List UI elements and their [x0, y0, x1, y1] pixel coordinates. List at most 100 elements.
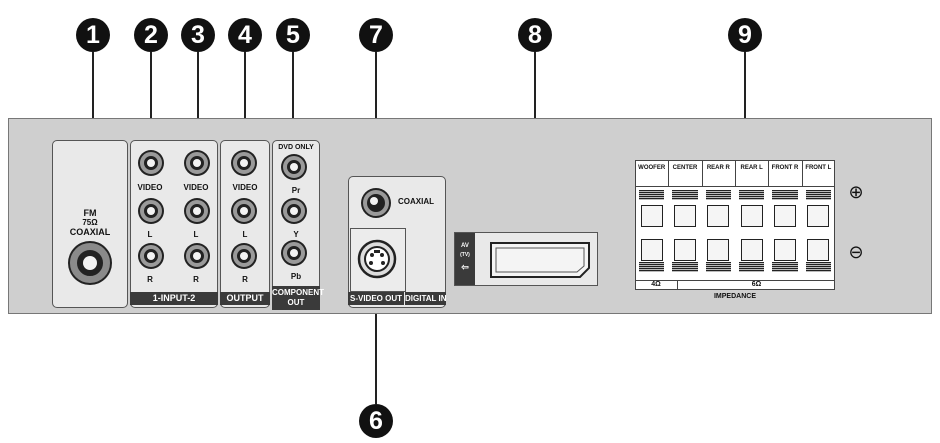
leader-2 — [150, 52, 152, 152]
input1-video-label: VIDEO — [137, 183, 163, 192]
callout-8: 8 — [518, 18, 552, 52]
output-video-jack[interactable] — [233, 152, 255, 174]
speaker-terminal-clip — [672, 190, 698, 200]
input2-l-label: L — [193, 230, 199, 239]
speaker-terminal-plus[interactable] — [740, 205, 763, 227]
speaker-terminal-clip — [772, 190, 798, 200]
output-r-jack[interactable] — [233, 245, 255, 267]
speaker-terminal-minus[interactable] — [740, 239, 763, 261]
input2-l-jack[interactable] — [186, 200, 208, 222]
speaker-column-divider — [668, 160, 670, 186]
input1-l-label: L — [147, 230, 153, 239]
component-bar: COMPONENT OUT — [272, 286, 324, 310]
speaker-column-divider — [735, 160, 736, 186]
speaker-header-row — [635, 160, 835, 187]
digital-in-bar: DIGITAL IN — [405, 292, 447, 305]
output-bar: OUTPUT — [220, 292, 270, 305]
input1-video-jack[interactable] — [140, 152, 162, 174]
dvd-only-label: DVD ONLY — [278, 144, 314, 151]
speaker-terminal-minus[interactable] — [807, 239, 830, 261]
fm-coaxial-label: COAXIAL — [69, 227, 111, 237]
coaxial-digital-jack[interactable] — [363, 190, 389, 216]
callout-1: 1 — [76, 18, 110, 52]
leader-3 — [197, 52, 199, 152]
output-r-label: R — [242, 275, 248, 284]
speaker-terminal-clip — [805, 190, 831, 200]
speaker-terminal-plus[interactable] — [807, 205, 830, 227]
speaker-terminal-clip — [672, 262, 698, 272]
scart-label-block — [455, 233, 475, 285]
callout-4: 4 — [228, 18, 262, 52]
leader-9 — [744, 52, 746, 160]
speaker-column-label: WOOFER — [638, 165, 666, 171]
input1-r-jack[interactable] — [140, 245, 162, 267]
speaker-terminal-clip — [739, 262, 765, 272]
speaker-terminal-clip — [705, 190, 731, 200]
speaker-terminal-clip — [805, 262, 831, 272]
minus-icon: ⊖ — [848, 242, 864, 262]
scart-connector[interactable] — [488, 240, 592, 280]
speaker-column-divider — [768, 160, 770, 186]
speaker-column-label: REAR L — [740, 165, 763, 171]
callout-9: 9 — [728, 18, 762, 52]
speaker-terminal-minus[interactable] — [707, 239, 730, 261]
leader-1 — [92, 52, 94, 170]
speaker-terminal-clip — [739, 190, 765, 200]
input-bar: 1-INPUT-2 — [130, 292, 218, 305]
svideo-bar: S-VIDEO OUT — [348, 292, 404, 305]
output-l-label: L — [242, 230, 248, 239]
component-bar-line2: OUT — [287, 298, 305, 307]
speaker-column-label: REAR R — [706, 165, 730, 171]
speaker-terminal-minus[interactable] — [640, 239, 663, 261]
speaker-terminal-plus[interactable] — [640, 205, 663, 227]
coaxial-label: COAXIAL — [398, 197, 434, 206]
output-l-jack[interactable] — [233, 200, 255, 222]
speaker-column-label: CENTER — [672, 165, 698, 171]
impedance-divider — [677, 280, 678, 290]
plus-icon: ⊕ — [848, 182, 864, 202]
component-y-label: Y — [293, 230, 299, 239]
fm-label: FM — [83, 208, 97, 218]
impedance-4-label: 4Ω — [651, 281, 661, 288]
leader-4 — [244, 52, 246, 152]
speaker-terminal-minus[interactable] — [774, 239, 796, 261]
input2-r-jack[interactable] — [186, 245, 208, 267]
speaker-column-divider — [701, 160, 703, 186]
callout-3: 3 — [181, 18, 215, 52]
callout-5: 5 — [276, 18, 310, 52]
speaker-terminal-clip — [639, 262, 665, 272]
impedance-label: IMPEDANCE — [713, 293, 756, 300]
component-pr-label: Pr — [291, 186, 301, 195]
input1-r-label: R — [147, 275, 153, 284]
input2-video-jack[interactable] — [186, 152, 208, 174]
speaker-terminal-plus[interactable] — [674, 205, 696, 227]
component-pb-jack[interactable] — [283, 242, 305, 264]
impedance-row — [635, 280, 835, 291]
speaker-terminal-minus[interactable] — [674, 239, 696, 261]
component-y-jack[interactable] — [283, 200, 305, 222]
speaker-column-label: FRONT R — [771, 165, 799, 171]
speaker-terminal-clip — [705, 262, 731, 272]
scart-tv-label: (TV) — [460, 252, 470, 258]
speaker-terminal-clip — [772, 262, 798, 272]
component-pr-jack[interactable] — [283, 156, 305, 178]
scart-input-icon: ⇦ — [461, 262, 469, 272]
fm-impedance-label: 75Ω — [82, 218, 98, 227]
callout-2: 2 — [134, 18, 168, 52]
output-section — [220, 140, 270, 308]
speaker-terminal-clip — [639, 190, 665, 200]
leader-6 — [375, 268, 377, 404]
impedance-6-label: 6Ω — [751, 281, 762, 288]
input2-video-label: VIDEO — [183, 183, 209, 192]
output-video-label: VIDEO — [232, 183, 258, 192]
fm-antenna-jack[interactable] — [70, 243, 110, 283]
svideo-jack[interactable] — [357, 239, 397, 279]
callout-6: 6 — [359, 404, 393, 438]
speaker-terminal-plus[interactable] — [707, 205, 730, 227]
input1-l-jack[interactable] — [140, 200, 162, 222]
scart-av-label: AV — [461, 243, 469, 249]
speaker-column-label: FRONT L — [805, 165, 832, 171]
speaker-column-divider — [801, 160, 803, 186]
input2-r-label: R — [193, 275, 199, 284]
speaker-terminal-plus[interactable] — [774, 205, 796, 227]
